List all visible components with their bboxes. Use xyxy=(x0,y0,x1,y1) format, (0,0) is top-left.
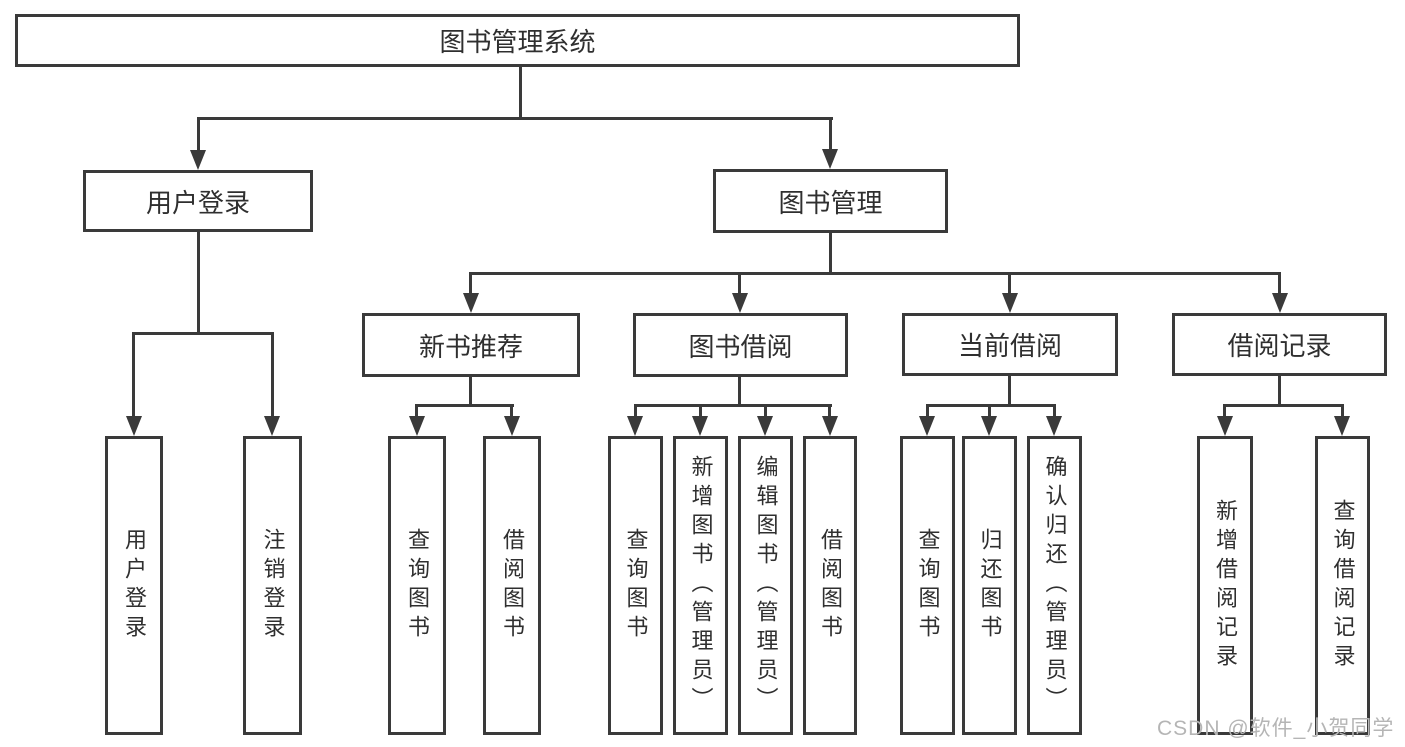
arrowhead-leaf-add-record-icon xyxy=(1217,416,1233,436)
node-root: 图书管理系统 xyxy=(15,14,1020,67)
connector-level3-rail xyxy=(469,272,1281,275)
arrowhead-current-borrow-icon xyxy=(1002,293,1018,313)
connector-new-book-stem xyxy=(469,377,472,406)
arrowhead-leaf-edit-books-icon xyxy=(757,416,773,436)
csdn-watermark: CSDN @软件_小贺同学 xyxy=(1157,717,1395,740)
connector-leaf-add-books-shaft xyxy=(699,404,702,418)
connector-current-borrow-rail xyxy=(926,404,1056,407)
connector-book-borrow-rail xyxy=(634,404,832,407)
connector-leaf-add-record-shaft xyxy=(1223,404,1226,418)
connector-borrow-records-shaft xyxy=(1278,272,1281,294)
arrowhead-leaf-logout-icon xyxy=(264,416,280,436)
connector-user-login-stem xyxy=(197,232,200,334)
leaf-query-books-recommend: 查询图书 xyxy=(388,436,446,735)
connector-leaf-user-login-shaft xyxy=(132,332,135,416)
connector-current-borrow-stem xyxy=(1008,376,1011,406)
connector-book-borrow-stem xyxy=(738,377,741,406)
arrowhead-leaf-borrow-rec-icon xyxy=(504,416,520,436)
leaf-add-books-admin: 新增图书（管理员） xyxy=(673,436,728,735)
connector-user-login-shaft xyxy=(197,117,200,152)
leaf-user-login: 用户登录 xyxy=(105,436,163,735)
node-new-book-recommend: 新书推荐 xyxy=(362,313,580,377)
connector-level2-rail xyxy=(197,117,833,120)
node-borrow-records: 借阅记录 xyxy=(1172,313,1387,376)
arrowhead-leaf-confirm-icon xyxy=(1046,416,1062,436)
connector-leaf-borrow-rec-shaft xyxy=(510,404,513,418)
connector-leaf-return-shaft xyxy=(988,404,991,418)
node-current-borrow: 当前借阅 xyxy=(902,313,1118,376)
leaf-edit-books-admin: 编辑图书（管理员） xyxy=(738,436,793,735)
connector-current-borrow-shaft xyxy=(1008,272,1011,294)
arrowhead-leaf-borrow-books-icon xyxy=(822,416,838,436)
arrowhead-new-book-icon xyxy=(463,293,479,313)
connector-new-book-shaft xyxy=(469,272,472,294)
connector-leaf-edit-books-shaft xyxy=(764,404,767,418)
leaf-query-books-borrow: 查询图书 xyxy=(608,436,663,735)
connector-book-mgmt-shaft xyxy=(829,117,832,152)
connector-leaf-logout-shaft xyxy=(271,332,274,416)
connector-leaf-confirm-shaft xyxy=(1053,404,1056,418)
node-book-management: 图书管理 xyxy=(713,169,948,233)
node-user-login: 用户登录 xyxy=(83,170,313,232)
connector-borrow-records-stem xyxy=(1278,376,1281,406)
arrowhead-leaf-query-bb-icon xyxy=(627,416,643,436)
connector-book-borrow-shaft xyxy=(738,272,741,294)
leaf-borrow-books: 借阅图书 xyxy=(803,436,857,735)
arrowhead-leaf-query-record-icon xyxy=(1334,416,1350,436)
arrowhead-user-login-icon xyxy=(190,150,206,170)
arrowhead-leaf-query-rec-icon xyxy=(409,416,425,436)
connector-root-stem xyxy=(519,67,522,118)
connector-user-group-rail xyxy=(132,332,274,335)
leaf-query-books-current: 查询图书 xyxy=(900,436,955,735)
leaf-borrow-books-recommend: 借阅图书 xyxy=(483,436,541,735)
connector-book-mgmt-stem xyxy=(829,233,832,274)
leaf-confirm-return-admin: 确认归还（管理员） xyxy=(1027,436,1082,735)
arrowhead-leaf-query-cb-icon xyxy=(919,416,935,436)
arrowhead-leaf-return-icon xyxy=(981,416,997,436)
connector-new-book-rail xyxy=(415,404,514,407)
leaf-logout-login: 注销登录 xyxy=(243,436,302,735)
leaf-add-borrow-record: 新增借阅记录 xyxy=(1197,436,1253,735)
arrowhead-book-mgmt-icon xyxy=(822,149,838,169)
node-book-borrow: 图书借阅 xyxy=(633,313,848,377)
arrowhead-book-borrow-icon xyxy=(732,293,748,313)
connector-leaf-query-record-shaft xyxy=(1341,404,1344,418)
leaf-query-borrow-record: 查询借阅记录 xyxy=(1315,436,1370,735)
connector-leaf-borrow-books-shaft xyxy=(828,404,831,418)
arrowhead-leaf-add-books-icon xyxy=(692,416,708,436)
connector-borrow-records-rail xyxy=(1223,404,1344,407)
arrowhead-leaf-user-login-icon xyxy=(126,416,142,436)
connector-leaf-query-rec-shaft xyxy=(415,404,418,418)
arrowhead-borrow-records-icon xyxy=(1272,293,1288,313)
connector-leaf-query-cb-shaft xyxy=(926,404,929,418)
connector-leaf-query-bb-shaft xyxy=(634,404,637,418)
leaf-return-books: 归还图书 xyxy=(962,436,1017,735)
